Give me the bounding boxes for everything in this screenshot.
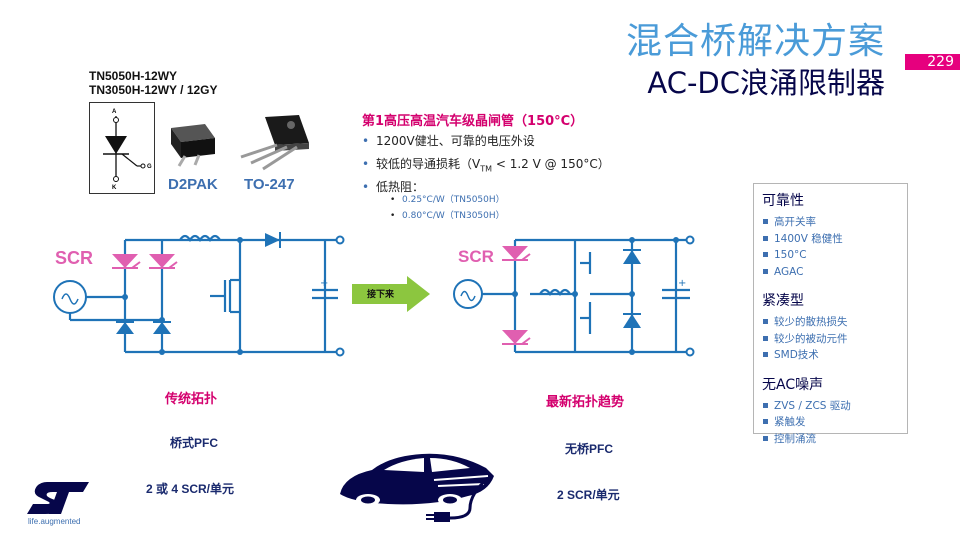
features-list: 1200V健壮、可靠的电压外设 较低的导通损耗（VTM < 1.2 V @ 15… [362,133,610,202]
bridgeless-pfc-circuit: + SCR [453,235,695,357]
benefit-item: 控制涌流 [762,431,907,448]
part-number-1: TN5050H-12WY [89,69,178,83]
benefit-group-title-compact: 紧凑型 [762,293,804,309]
benefit-item: AGAC [762,264,907,281]
feature-vtm-prefix: 较低的导通损耗（V [376,157,481,171]
to247-label: TO-247 [244,176,295,193]
d2pak-label: D2PAK [168,176,218,193]
benefit-group-title-reliability: 可靠性 [762,193,804,209]
benefits-panel: 可靠性 高开关率 1400V 稳健性 150°C AGAC 紧凑型 较少的散热损… [753,183,908,445]
to247-package-image [240,115,309,171]
legacy-topology-count: 2 或 4 SCR/单元 [146,482,235,496]
page-number-bar: 229 [905,54,960,70]
feature-vtm-sub: TM [480,164,493,174]
st-tagline: life.augmented [28,517,81,526]
benefit-item: 紧触发 [762,414,907,431]
feature-item-voltage: 1200V健壮、可靠的电压外设 [362,133,610,156]
slide-title: 混合桥解决方案 [625,21,885,62]
page-number: 229 [927,54,954,70]
symbol-gate-label: G [147,164,152,170]
st-logo [27,482,89,514]
symbol-cathode-label: K [112,185,117,191]
feature-item-thermal: 低热阻： [362,179,610,202]
part-numbers: TN5050H-12WY TN3050H-12WY / 12GY [89,69,218,97]
scr-label-left: SCR [55,248,93,268]
electric-car-icon [340,453,494,522]
benefit-list-reliability: 高开关率 1400V 稳健性 150°C AGAC [762,214,907,280]
d2pak-package-image [171,124,215,167]
capacitor-plus-left: + [320,278,328,289]
next-arrow-label: 接下来 [367,290,395,300]
benefit-item: 较少的散热损失 [762,314,907,331]
thermal-sub-list: 0.25°C/W（TN5050H） 0.80°C/W（TN3050H） [390,193,505,225]
legacy-topology-type: 桥式PFC [170,436,219,450]
thermal-item-tn5050h: 0.25°C/W（TN5050H） [390,193,505,209]
scr-label-right: SCR [458,247,494,266]
new-topology-count: 2 SCR/单元 [557,488,620,502]
benefit-group-title-noise: 无AC噪声 [762,376,824,393]
benefit-item: 1400V 稳健性 [762,231,907,248]
feature-vtm-suffix: < 1.2 V @ 150°C） [492,157,610,171]
benefit-item: 高开关率 [762,214,907,231]
part-number-2: TN3050H-12WY / 12GY [89,83,218,97]
legacy-topology-title: 传统拓扑 [165,391,218,406]
new-topology-title: 最新拓扑趋势 [546,394,625,409]
features-title: 第1高压高温汽车级晶闸管（150°C） [362,114,584,129]
benefit-item: ZVS / ZCS 驱动 [762,398,907,415]
slide-subtitle: AC-DC浪涌限制器 [647,66,885,100]
feature-item-conduction: 较低的导通损耗（VTM < 1.2 V @ 150°C） [362,156,610,179]
next-arrow [352,276,430,312]
capacitor-plus-right: + [678,278,686,289]
benefit-list-compact: 较少的散热损失 较少的被动元件 SMD技术 [762,314,907,364]
new-topology-type: 无桥PFC [565,442,614,456]
benefit-item: 150°C [762,247,907,264]
thermal-item-tn3050h: 0.80°C/W（TN3050H） [390,209,505,225]
scr-symbol-box: A G K [89,102,155,194]
symbol-anode-label: A [112,109,117,115]
bridge-pfc-circuit: + SCR [53,232,345,357]
benefit-list-noise: ZVS / ZCS 驱动 紧触发 控制涌流 [762,398,907,448]
benefit-item: 较少的被动元件 [762,331,907,348]
benefit-item: SMD技术 [762,347,907,364]
